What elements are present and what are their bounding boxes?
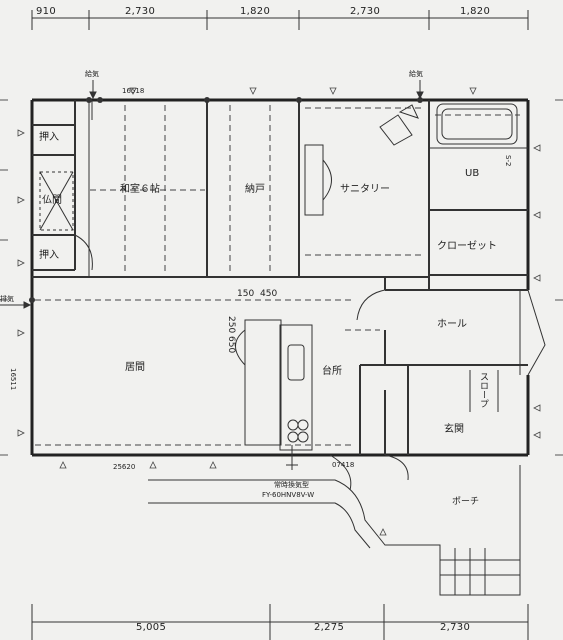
kyuki-label-left: 給気 [85,70,99,78]
unit-bath [429,103,528,149]
wall-markers [29,97,423,303]
room-genkan: 玄関 [444,424,464,435]
kyuki-arrows [0,80,424,309]
room-sanitary: サニタリー [340,184,390,195]
code-bottom-left: 25620 [113,463,136,471]
room-hall: ホール [437,319,467,330]
dashed-lines [35,105,520,446]
room-closet: クローゼット [437,241,497,252]
door-arcs [74,100,409,491]
sanitary-counter [304,144,332,216]
room-oshiire-upper: 押入 [39,132,59,143]
top-dim-2: 2,730 [125,6,156,17]
dim-450: 450 [260,289,278,299]
interior-walls [32,100,528,455]
toilet [379,104,419,146]
room-daidokoro: 台所 [322,366,342,377]
top-dim-1: 910 [36,6,56,17]
fan-model: FY-60HNV8V-W [262,491,315,499]
porch-outline [148,465,521,596]
bottom-dim-2: 2,275 [314,622,345,633]
room-washitsu: 和室６帖 [120,184,160,195]
top-dim-5: 1,820 [460,6,491,17]
code-top: 16518 [122,87,145,95]
bottom-dim-1: 5,005 [136,622,167,633]
dim-150: 150 [237,289,255,299]
butsuma-cross [39,171,74,231]
room-butsuma: 仏間 [42,195,62,206]
ub-small-label: S-2 [504,155,512,167]
haiki-label: 排気 [0,295,14,303]
kyuki-label-right: 給気 [409,70,423,78]
kitchen-counters [235,319,313,451]
fan-line [286,445,298,470]
room-slope: スロープ [478,372,488,408]
room-kyoma: 居間 [125,362,145,373]
top-dimension-line [31,10,529,30]
top-dim-4: 2,730 [350,6,381,17]
dim-650: 650 [226,336,236,354]
bottom-dim-3: 2,730 [440,622,471,633]
slope-ramp [469,370,499,412]
room-oshiire-lower: 押入 [39,250,59,261]
code-bottom-mid: 07418 [332,461,355,469]
code-left: 16511 [9,368,17,391]
fan-label: 常時換気型 [274,481,309,489]
hall-bay [519,289,546,376]
triangle-markers [17,87,541,536]
side-ticks [0,99,563,456]
top-dim-3: 1,820 [240,6,271,17]
room-porch: ポーチ [452,497,480,507]
dim-250: 250 [226,316,236,334]
room-ub: UB [465,168,480,179]
room-nando: 納戸 [245,184,265,195]
bottom-dimension-line [31,604,529,640]
